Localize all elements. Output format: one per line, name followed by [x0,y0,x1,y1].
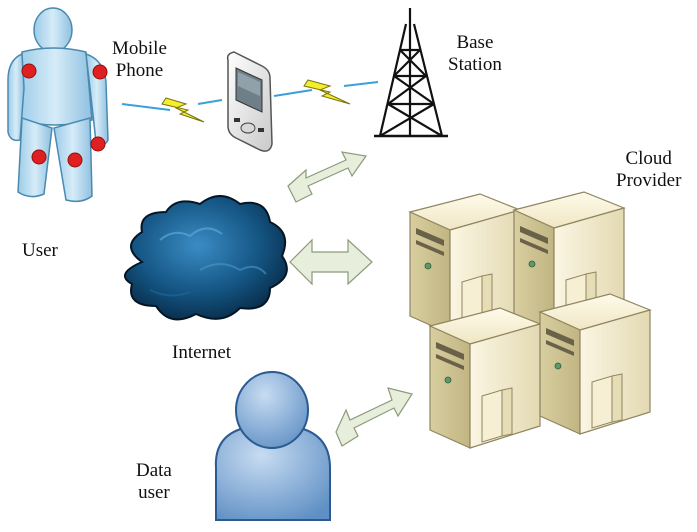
internet-label: Internet [172,342,232,363]
data-user-label: Data user [136,460,172,503]
bidirectional-arrow-icon [289,238,373,286]
base-station-label: Base Station [448,32,502,75]
wireless-link-icon [273,79,379,105]
mobile-phone-label: Mobile Phone [112,38,167,81]
mobile-phone-icon [226,51,273,152]
sensor-dot [67,152,83,168]
person-with-sensors-icon [7,7,109,203]
cloud-provider-label: Cloud Provider [616,148,682,191]
bidirectional-arrow-icon [335,387,413,447]
sensor-dot [90,136,106,152]
wireless-link-icon [121,97,223,123]
internet-cloud-icon [123,195,288,321]
person-silhouette-icon [214,371,331,521]
server-cluster-icon [409,191,651,449]
base-station-tower-icon [374,8,448,138]
sensor-dot [92,64,108,80]
sensor-dot [31,149,47,165]
user-label: User [22,240,58,261]
server-icon [429,307,541,449]
bidirectional-arrow-icon [287,151,368,203]
server-icon [539,293,651,435]
sensor-dot [21,63,37,79]
